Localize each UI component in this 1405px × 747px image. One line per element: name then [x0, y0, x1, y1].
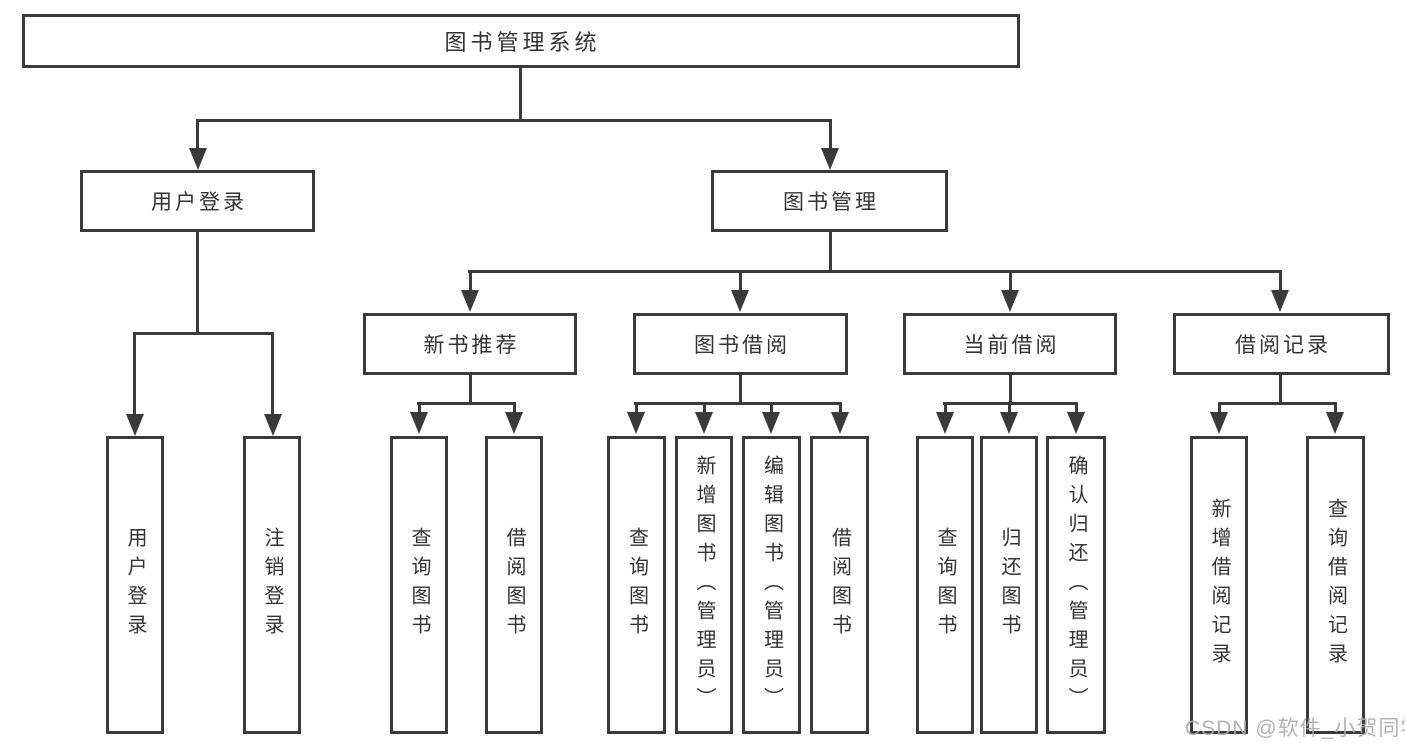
node-borrowing-records: 借阅记录 [1173, 313, 1390, 375]
connector-root-stub [519, 68, 522, 120]
leaf-edit-book-admin: 编辑图书（管理员） [742, 436, 801, 734]
leaf-query-books-current: 查询图书 [916, 436, 974, 734]
connector-sub-horizontal [634, 402, 842, 405]
arrowhead-icon [505, 412, 523, 434]
leaf-borrow-books-recommend: 借阅图书 [485, 436, 543, 734]
connector-level3-arm [1009, 270, 1012, 290]
node-root-library-system: 图书管理系统 [22, 14, 1020, 68]
arrowhead-icon [1067, 412, 1085, 434]
connector-leaf-arm [839, 402, 842, 414]
connector-book-mgmt-stub [829, 232, 832, 272]
node-new-book-recommendation: 新书推荐 [363, 313, 577, 375]
node-book-management: 图书管理 [711, 170, 948, 232]
arrowhead-icon [936, 412, 954, 434]
leaf-return-book: 归还图书 [980, 436, 1038, 734]
connector-level3-horizontal [468, 270, 1282, 273]
leaf-add-book-admin: 新增图书（管理员） [675, 436, 733, 734]
connector-leaf-arm [271, 332, 274, 414]
arrowhead-icon [821, 148, 839, 170]
leaf-confirm-return-admin: 确认归还（管理员） [1046, 436, 1106, 734]
arrowhead-icon [762, 412, 780, 434]
connector-leaf-arm [513, 402, 516, 414]
arrowhead-icon [189, 148, 207, 170]
arrowhead-icon [126, 414, 144, 436]
csdn-watermark: CSDN @软件_小贺同学 [1185, 717, 1405, 740]
leaf-query-books-recommend: 查询图书 [390, 436, 448, 734]
arrowhead-icon [627, 412, 645, 434]
connector-sub-stub [1009, 375, 1012, 404]
connector-leaf-arm [418, 402, 421, 414]
leaf-borrow-books-borrowing: 借阅图书 [810, 436, 869, 734]
node-current-borrowing: 当前借阅 [903, 313, 1117, 375]
arrowhead-icon [831, 412, 849, 434]
arrowhead-icon [410, 412, 428, 434]
connector-level3-arm [1279, 270, 1282, 290]
connector-sub-stub [739, 375, 742, 404]
leaf-add-borrow-record: 新增借阅记录 [1190, 436, 1248, 734]
node-user-login: 用户登录 [80, 170, 315, 232]
arrowhead-icon [1210, 412, 1228, 434]
connector-level3-arm [739, 270, 742, 290]
arrowhead-icon [1271, 290, 1289, 312]
connector-leaf-arm [133, 332, 136, 414]
connector-sub-horizontal [1218, 402, 1337, 405]
node-book-borrowing: 图书借阅 [633, 313, 848, 375]
connector-user-login-stub [196, 232, 199, 334]
connector-level2-horizontal [196, 119, 832, 122]
connector-leaf-arm [1334, 402, 1337, 414]
leaf-user-login: 用户登录 [106, 436, 164, 734]
connector-user-login-horizontal [133, 332, 274, 335]
connector-leaf-arm [1008, 402, 1011, 414]
connector-leaf-arm [703, 402, 706, 414]
arrowhead-icon [264, 414, 282, 436]
arrowhead-icon [731, 290, 749, 312]
connector-leaf-arm [1218, 402, 1221, 414]
arrowhead-icon [695, 412, 713, 434]
leaf-query-books-borrowing: 查询图书 [607, 436, 666, 734]
connector-user-login-arm [196, 119, 199, 151]
connector-sub-stub [469, 375, 472, 404]
connector-level3-arm [469, 270, 472, 290]
connector-leaf-arm [1075, 402, 1078, 414]
connector-leaf-arm [635, 402, 638, 414]
leaf-query-borrow-record: 查询借阅记录 [1306, 436, 1365, 734]
arrowhead-icon [461, 290, 479, 312]
connector-leaf-arm [770, 402, 773, 414]
connector-leaf-arm [944, 402, 947, 414]
connector-sub-stub [1279, 375, 1282, 404]
leaf-logout: 注销登录 [243, 436, 301, 734]
connector-sub-horizontal [417, 402, 516, 405]
arrowhead-icon [1000, 412, 1018, 434]
connector-book-mgmt-arm [829, 119, 832, 151]
arrowhead-icon [1001, 290, 1019, 312]
arrowhead-icon [1326, 412, 1344, 434]
